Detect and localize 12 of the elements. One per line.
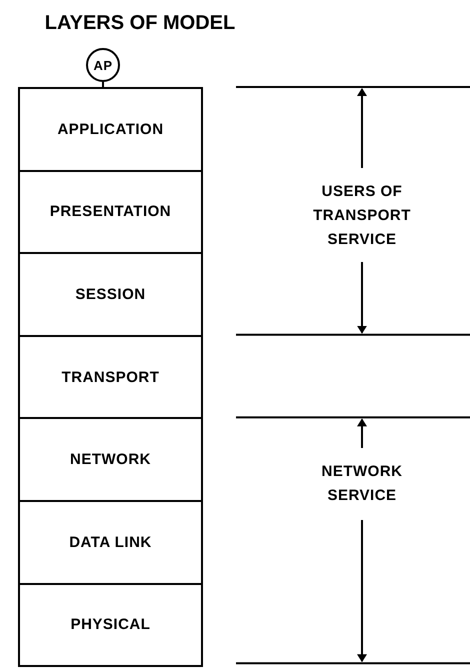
layer-box: DATA LINK [18,500,203,585]
layer-box: SESSION [18,252,203,337]
connector-line [102,82,104,87]
ap-circle: AP [86,48,120,82]
dimension-label: USERS OF TRANSPORT SERVICE [312,182,412,250]
layer-box: PHYSICAL [18,582,203,668]
layer-box: TRANSPORT [18,334,203,420]
dimension-label: NETWORK SERVICE [320,462,404,506]
diagram-title: LAYERS OF MODEL [44,12,236,35]
layer-box: NETWORK [18,417,203,502]
layer-box: PRESENTATION [18,170,203,254]
layer-box: APPLICATION [18,87,203,172]
